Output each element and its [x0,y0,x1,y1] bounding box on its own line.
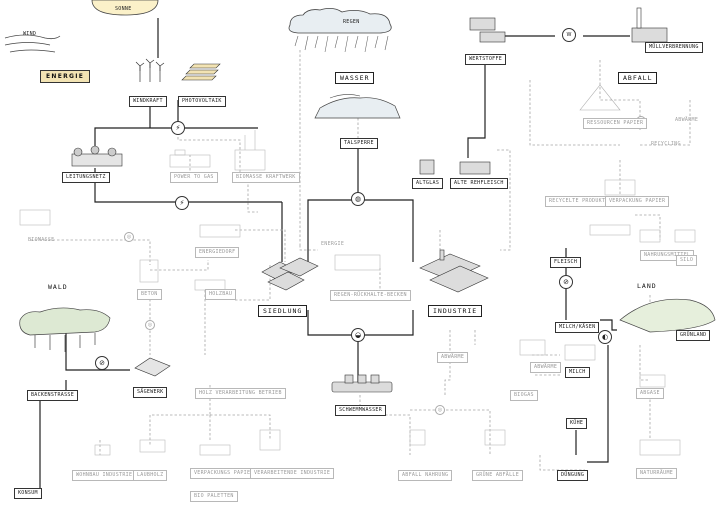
label-wertstoffe: WERTSTOFFE [465,54,507,65]
water-node: ◍ [351,192,365,206]
mid-node-2: ◎ [145,320,155,330]
label-gruenland: GRÜNLAND [676,330,711,341]
label-milch: MILCH [565,367,590,378]
land-mid-node: ⊘ [559,275,573,289]
label-muellverbrennung: MÜLLVERBRENNUNG [645,42,703,53]
dung-line [587,345,609,463]
land-node: ◐ [598,330,612,344]
label-holzbau: HOLZBAU [205,289,237,300]
label-power-to-gas: POWER TO GAS [170,172,218,183]
label-biogas: BIOGAS [510,390,538,401]
label-windkraft: WINDKRAFT [129,96,167,107]
land-right-line [600,319,617,331]
category-industrie: INDUSTRIE [428,305,483,317]
label-holzverarbeitung: HOLZ VERARBEITUNG BETRIEB [195,388,286,399]
label-regen: REGEN [343,19,360,25]
label-verarbeitende-industrie: VERARBEITENDE INDUSTRIE [250,468,335,479]
energy-grid-line [94,127,258,148]
forest-shape [19,307,111,336]
label-laubholz: LAUBHOLZ [133,470,168,481]
label-abfall-nahrung: ABFALL NAHRUNG [398,470,453,481]
category-wasser: WASSER [335,72,375,84]
energy-node-top: ⚡ [171,121,185,135]
label-recycling: RECYCLING [651,141,681,147]
wald-node: ⊘ [95,356,109,370]
label-backenstrasse: BACKENSTRASSE [27,390,79,401]
label-sonne: SONNE [115,6,132,12]
label-regenrueckhaltebecken: REGEN-RÜCKHALTE-BECKEN [330,290,411,301]
label-kuehe: KÜHE [566,418,588,429]
label-kreislauf: SCHWEMMWASSER [335,405,387,416]
label-abwaerme-low: ABWÄRME [530,362,562,373]
wald-line [65,330,130,371]
label-abgase: ABGASE [636,388,664,399]
mid-node-1: ◎ [124,232,134,242]
label-silo: SILO [676,255,698,266]
label-verpackung-paletten: VERPACKUNGS PAPIER [190,468,258,479]
label-energie-dach: ENERGIE [321,241,345,247]
label-abwaerme-top: ABWÄRME [675,117,699,123]
label-wind: WIND [23,31,37,37]
label-photovoltaik: PHOTOVOLTAIK [178,96,226,107]
label-verpackung-papier: VERPACKUNG PAPIER [605,196,670,207]
category-siedlung: SIEDLUNG [258,305,308,317]
category-abfall: ABFALL [618,72,658,84]
energy-node-bottom: ⚡ [175,196,189,210]
loop-node: ◒ [351,328,365,342]
sun-shape [91,0,159,16]
label-talsperre: TALSPERRE [340,138,378,149]
label-wohnbau: WOHNBAU INDUSTRIE [72,470,137,481]
label-recycelte-produkte: RECYCELTE PRODUKTE [545,196,613,207]
label-saegewerk: SÄGEWERK [133,387,168,398]
label-energiedorf: ENERGIEDORF [195,247,240,258]
dam-shape [314,97,401,119]
category-energie: ENERGIE [40,70,91,83]
label-konsum: KONSUM [14,488,42,499]
label-deponie: RESSOURCEN PAPIER [583,118,648,129]
label-fleisch: FLEISCH [550,257,582,268]
label-altglas: ALTGLAS [412,178,444,189]
label-duengung: DÜNGUNG [557,470,589,481]
wertstoffe-to-industrie [467,62,486,158]
label-biomasse-kraftwerk: BIOMASSE KRAFTWERK [232,172,300,183]
land-shape [619,298,716,333]
category-wald: WALD [44,282,72,292]
cloud-shape [288,8,392,34]
label-gruene-abfaelle: GRÜNE ABFÄLLE [472,470,524,481]
mid-node-3: ◎ [435,405,445,415]
label-biomasse: BIOMASSE [28,237,55,243]
label-milchkaesen: MILCH/KÄSEN [555,322,600,333]
label-beton: BETON [137,289,162,300]
label-bio-paletten: BIO PALETTEN [190,491,238,502]
label-abwaerme-mid: ABWÄRME [437,352,469,363]
label-leitungsnetz: LEITUNGSNETZ [62,172,110,183]
waste-node: W [562,28,576,42]
label-naturraeume: NATURRÄUME [636,468,678,479]
label-wertstoffrecycling: ALTE REHFLEISCH [450,178,508,189]
category-land: LAND [633,281,661,291]
water-loop-line [307,199,414,262]
